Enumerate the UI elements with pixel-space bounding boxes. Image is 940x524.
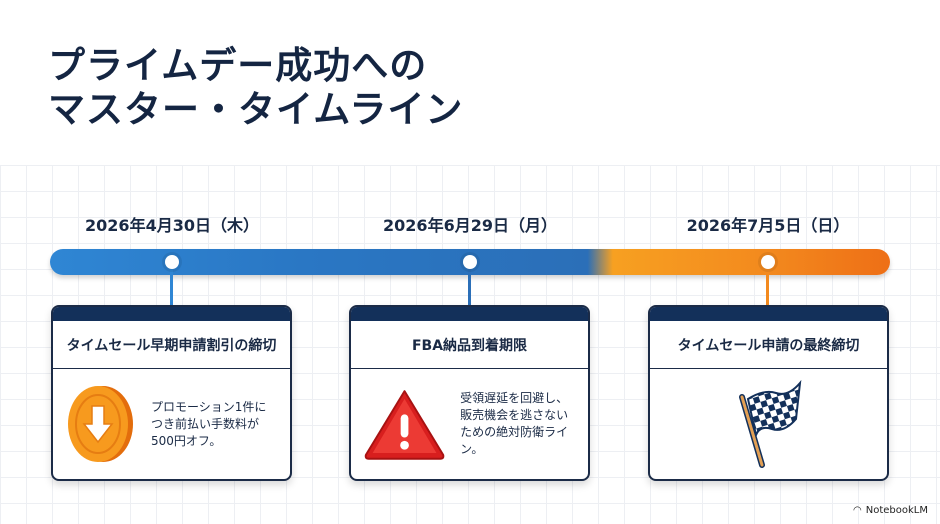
- notebooklm-icon: ◠: [853, 505, 862, 516]
- card-band: [351, 307, 588, 321]
- connector: [766, 268, 769, 306]
- timeline-dot: [165, 255, 179, 269]
- card-heading: タイムセール申請の最終締切: [650, 321, 887, 369]
- title-line-2: マスター・タイムライン: [48, 88, 464, 131]
- page-title: プライムデー成功への マスター・タイムライン: [48, 44, 463, 132]
- card-band: [53, 307, 290, 321]
- brand-logo: ◠NotebookLM: [853, 505, 928, 516]
- connector: [170, 268, 173, 306]
- card-text: プロモーション1件につき前払い手数料が500円オフ。: [151, 399, 267, 448]
- milestone-date: 2026年7月5日（日）: [686, 216, 850, 235]
- discount-coin-icon: [68, 386, 133, 462]
- card-heading: タイムセール早期申請割引の締切: [53, 321, 290, 369]
- card-heading: FBA納品到着期限: [351, 321, 588, 369]
- brand-text: NotebookLM: [865, 505, 928, 516]
- timeline-dot: [463, 255, 477, 269]
- checkered-flag-icon: [738, 379, 801, 468]
- warning-icon: [364, 390, 445, 460]
- milestone-card: タイムセール早期申請割引の締切 プロモーション1件につき前払い手数料が500円オ…: [51, 305, 292, 481]
- milestone-card: FBA納品到着期限 受領遅延を回避し、販売機会を逃さないための絶対防衛ライン。: [349, 305, 590, 481]
- timeline-dot: [761, 255, 775, 269]
- card-band: [650, 307, 887, 321]
- milestone-date: 2026年6月29日（月）: [383, 216, 557, 235]
- card-text: 受領遅延を回避し、販売機会を逃さないための絶対防衛ライン。: [460, 391, 569, 456]
- milestone-card: タイムセール申請の最終締切: [648, 305, 889, 481]
- connector: [468, 268, 471, 306]
- milestone-date: 2026年4月30日（木）: [85, 216, 259, 235]
- title-line-1: プライムデー成功への: [48, 44, 428, 87]
